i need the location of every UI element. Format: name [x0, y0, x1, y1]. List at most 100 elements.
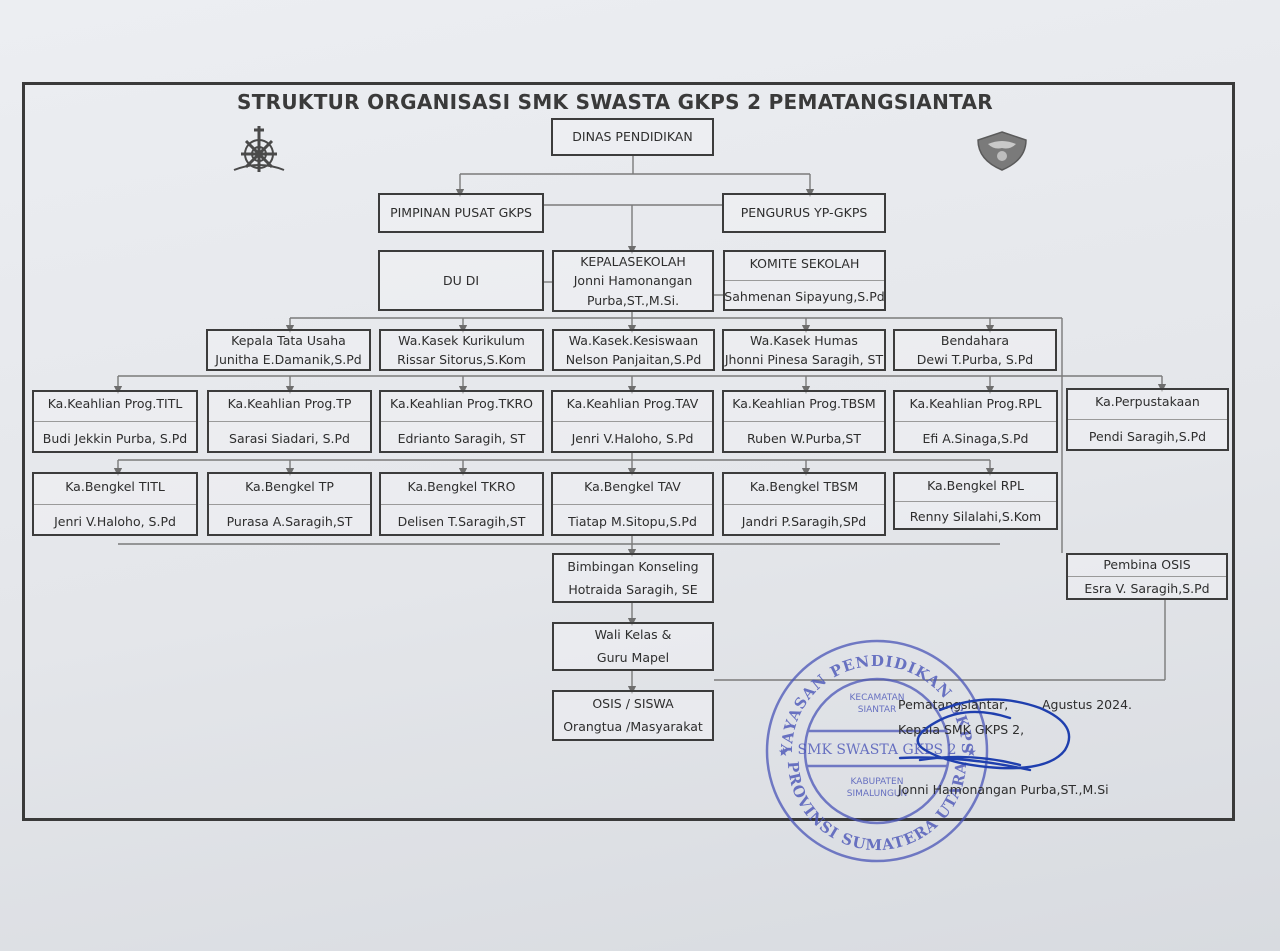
keahlian-box: Ka.Keahlian Prog.TP Sarasi Siadari, S.Pd — [207, 390, 372, 453]
bengkel-name: Tiatap M.Sitopu,S.Pd — [568, 513, 697, 529]
divider — [1068, 418, 1227, 420]
wakasek-box: Bendahara Dewi T.Purba, S.Pd — [893, 329, 1057, 371]
kepala-sekolah-title: KEPALASEKOLAH — [580, 253, 686, 269]
stamp-line-2: SIANTAR — [858, 705, 896, 715]
keahlian-box: Ka.Keahlian Prog.TITL Budi Jekkin Purba,… — [32, 390, 198, 453]
divider — [724, 420, 884, 422]
bengkel-title: Ka.Bengkel RPL — [927, 477, 1024, 493]
wakasek-title: Wa.Kasek Humas — [750, 332, 858, 348]
keahlian-title: Ka.Keahlian Prog.TAV — [566, 396, 699, 412]
pembina-osis-name: Esra V. Saragih,S.Pd — [1084, 580, 1210, 596]
wakasek-box: Wa.Kasek Kurikulum Rissar Sitorus,S.Kom — [379, 329, 544, 371]
keahlian-box: Ka.Keahlian Prog.TAV Jenri V.Haloho, S.P… — [551, 390, 714, 453]
osis-siswa-box: OSIS / SISWA Orangtua /Masyarakat — [552, 690, 714, 741]
pembina-osis-box: Pembina OSIS Esra V. Saragih,S.Pd — [1066, 553, 1228, 600]
wakasek-name: Jhonni Pinesa Saragih, ST — [724, 351, 884, 367]
wakasek-title: Wa.Kasek Kurikulum — [398, 332, 525, 348]
keahlian-name: Sarasi Siadari, S.Pd — [229, 430, 350, 446]
wali-kelas-line2: Guru Mapel — [596, 649, 670, 665]
keahlian-title: Ka.Keahlian Prog.TITL — [47, 396, 183, 412]
pembina-osis-title: Pembina OSIS — [1103, 556, 1191, 572]
keahlian-title: Ka.Keahlian Prog.RPL — [909, 396, 1042, 412]
bengkel-box: Ka.Bengkel TAV Tiatap M.Sitopu,S.Pd — [551, 472, 714, 536]
bengkel-box: Ka.Bengkel TITL Jenri V.Haloho, S.Pd — [32, 472, 198, 536]
bengkel-name: Renny Silalahi,S.Kom — [909, 508, 1042, 524]
keahlian-box: Ka.Keahlian Prog.RPL Efi A.Sinaga,S.Pd — [893, 390, 1058, 453]
bengkel-title: Ka.Bengkel TKRO — [407, 478, 516, 494]
keahlian-box: Ka.Keahlian Prog.TBSM Ruben W.Purba,ST — [722, 390, 886, 453]
bengkel-title: Ka.Bengkel TITL — [65, 478, 165, 494]
wakasek-name: Nelson Panjaitan,S.Pd — [565, 351, 702, 367]
bengkel-box: Ka.Bengkel TP Purasa A.Saragih,ST — [207, 472, 372, 536]
wakasek-title: Kepala Tata Usaha — [231, 332, 346, 348]
wakasek-name: Dewi T.Purba, S.Pd — [916, 351, 1034, 367]
wakasek-name: Junitha E.Damanik,S.Pd — [215, 351, 362, 367]
kepala-sekolah-name-2: Purba,ST.,M.Si. — [586, 292, 680, 308]
keahlian-title: Ka.Keahlian Prog.TBSM — [732, 396, 876, 412]
wakasek-name: Rissar Sitorus,S.Kom — [397, 351, 526, 367]
bengkel-name: Purasa A.Saragih,ST — [226, 513, 353, 529]
perpustakaan-title: Ka.Perpustakaan — [1095, 394, 1200, 410]
wali-kelas-box: Wali Kelas & Guru Mapel — [552, 622, 714, 671]
bengkel-box: Ka.Bengkel RPL Renny Silalahi,S.Kom — [893, 472, 1058, 530]
divider — [724, 503, 884, 505]
wakasek-box: Wa.Kasek.Kesiswaan Nelson Panjaitan,S.Pd — [552, 329, 715, 371]
komite-sekolah-title: KOMITE SEKOLAH — [749, 256, 860, 272]
komite-sekolah-box: KOMITE SEKOLAH Sahmenan Sipayung,S.Pd — [723, 250, 886, 311]
divider — [209, 420, 370, 422]
tut-wuri-handayani-icon — [977, 131, 1027, 171]
dudi-box: DU DI — [378, 250, 544, 311]
divider — [381, 420, 542, 422]
bengkel-title: Ka.Bengkel TAV — [584, 478, 681, 494]
keahlian-title: Ka.Keahlian Prog.TKRO — [389, 396, 534, 412]
bengkel-name: Jenri V.Haloho, S.Pd — [54, 513, 176, 529]
kepala-sekolah-box: KEPALASEKOLAH Jonni Hamonangan Purba,ST.… — [552, 250, 714, 312]
dinas-pendidikan-label: DINAS PENDIDIKAN — [572, 129, 693, 145]
divider — [1068, 575, 1226, 577]
bimbingan-konseling-name: Hotraida Saragih, SE — [568, 581, 698, 597]
keahlian-name: Ruben W.Purba,ST — [747, 430, 861, 446]
bengkel-box: Ka.Bengkel TBSM Jandri P.Saragih,SPd — [722, 472, 886, 536]
keahlian-title: Ka.Keahlian Prog.TP — [227, 396, 352, 412]
stamp-line-1: KECAMATAN — [850, 693, 905, 703]
chart-title: STRUKTUR ORGANISASI SMK SWASTA GKPS 2 PE… — [237, 90, 993, 114]
perpustakaan-name: Pendi Saragih,S.Pd — [1088, 428, 1207, 444]
divider — [895, 420, 1056, 422]
gkps-emblem-icon — [233, 126, 285, 172]
divider — [895, 500, 1056, 502]
divider — [34, 503, 196, 505]
stamp-line-3: KABUPATEN — [851, 777, 904, 787]
bengkel-title: Ka.Bengkel TBSM — [749, 478, 859, 494]
keahlian-box: Ka.Keahlian Prog.TKRO Edrianto Saragih, … — [379, 390, 544, 453]
signature-name: Jonni Hamonangan Purba,ST.,M.Si — [898, 782, 1109, 797]
perpustakaan-box: Ka.Perpustakaan Pendi Saragih,S.Pd — [1066, 388, 1229, 451]
wakasek-title: Wa.Kasek.Kesiswaan — [568, 332, 699, 348]
wali-kelas-line1: Wali Kelas & — [594, 627, 672, 643]
keahlian-name: Budi Jekkin Purba, S.Pd — [42, 430, 188, 446]
wakasek-title: Bendahara — [940, 332, 1010, 348]
dinas-pendidikan-box: DINAS PENDIDIKAN — [551, 118, 714, 156]
pengurus-yp-box: PENGURUS YP-GKPS — [722, 193, 886, 233]
star-icon: ★ — [966, 745, 977, 759]
divider — [553, 420, 712, 422]
bimbingan-konseling-title: Bimbingan Konseling — [567, 558, 699, 574]
chart-frame — [22, 82, 1235, 821]
bimbingan-konseling-box: Bimbingan Konseling Hotraida Saragih, SE — [552, 553, 714, 603]
dudi-label: DU DI — [442, 272, 480, 288]
star-icon: ★ — [778, 745, 789, 759]
keahlian-name: Jenri V.Haloho, S.Pd — [571, 430, 694, 446]
bengkel-title: Ka.Bengkel TP — [245, 478, 334, 494]
bengkel-name: Jandri P.Saragih,SPd — [741, 513, 867, 529]
keahlian-name: Edrianto Saragih, ST — [397, 430, 526, 446]
stamp-center: SMK SWASTA GKPS 2 — [798, 742, 957, 758]
osis-siswa-line2: Orangtua /Masyarakat — [563, 719, 703, 735]
bengkel-box: Ka.Bengkel TKRO Delisen T.Saragih,ST — [379, 472, 544, 536]
wakasek-box: Kepala Tata Usaha Junitha E.Damanik,S.Pd — [206, 329, 371, 371]
wakasek-box: Wa.Kasek Humas Jhonni Pinesa Saragih, ST — [722, 329, 886, 371]
pimpinan-pusat-label: PIMPINAN PUSAT GKPS — [390, 205, 532, 221]
handwritten-signature — [898, 698, 1071, 772]
osis-siswa-line1: OSIS / SISWA — [592, 695, 674, 711]
divider — [553, 503, 712, 505]
divider — [725, 280, 884, 281]
kepala-sekolah-name-1: Jonni Hamonangan — [573, 273, 693, 289]
